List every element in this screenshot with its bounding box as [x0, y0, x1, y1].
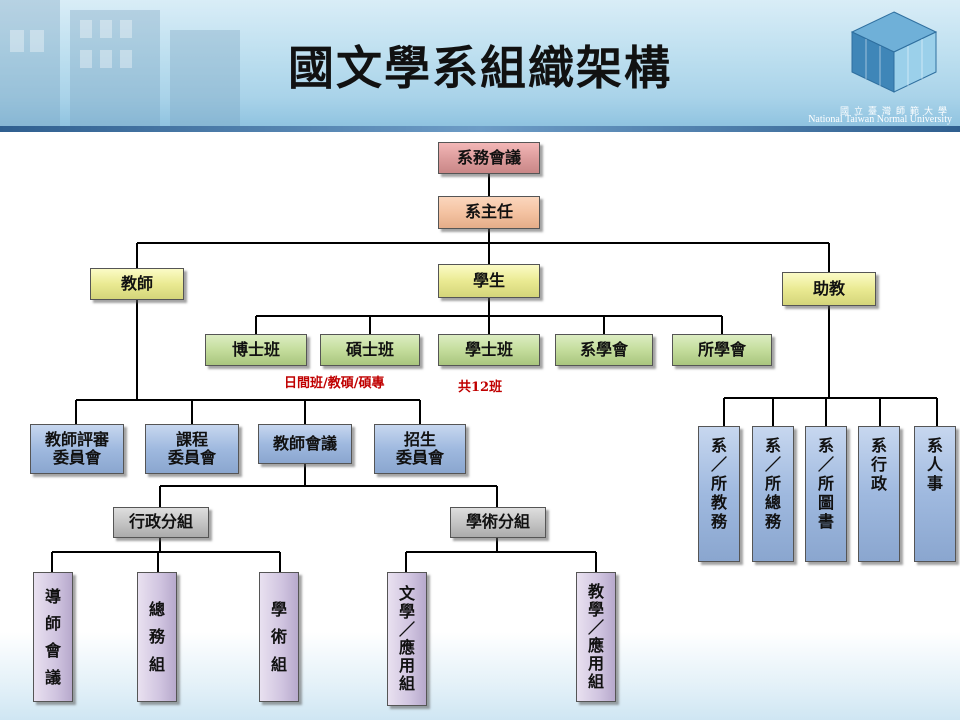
- curriculum-committee-box: 課程委員會: [145, 424, 239, 474]
- dept-council-box: 系務會議: [438, 142, 540, 174]
- header-divider: [0, 126, 960, 132]
- faculty-meeting-box: 教師會議: [258, 424, 352, 464]
- university-name-cn: 國立臺灣師範大學: [839, 107, 952, 117]
- literature-application-unit-box: 文學／應用組: [387, 572, 427, 706]
- header-banner: 國文學系組織架構 國立臺灣師範大學 National Taiwan Normal…: [0, 0, 960, 130]
- window-graphic: [100, 20, 112, 38]
- cube-logo-icon: [850, 11, 938, 93]
- window-graphic: [80, 50, 92, 68]
- assistant-personnel-box: 系人事: [914, 426, 956, 562]
- faculty-review-committee-box: 教師評審委員會: [30, 424, 124, 474]
- academic-affairs-unit-box: 學術組: [259, 572, 299, 702]
- assistant-general-affairs-box: 系／所總務: [752, 426, 794, 562]
- phd-program-box: 博士班: [205, 334, 307, 366]
- general-affairs-unit-box: 總務組: [137, 572, 177, 702]
- window-graphic: [100, 50, 112, 68]
- faculty-box: 教師: [90, 268, 184, 300]
- bachelor-count-note: 共12班: [458, 380, 503, 395]
- masters-program-box: 碩士班: [320, 334, 420, 366]
- bachelor-program-box: 學士班: [438, 334, 540, 366]
- admissions-committee-box: 招生委員會: [374, 424, 466, 474]
- page-title: 國文學系組織架構: [288, 41, 672, 95]
- university-name-en: National Taiwan Normal University: [808, 114, 952, 125]
- dept-student-assoc-box: 系學會: [555, 334, 653, 366]
- masters-types-note: 日間班/教碩/碩專: [284, 376, 385, 391]
- assistants-box: 助教: [782, 272, 876, 306]
- admin-group-box: 行政分組: [113, 507, 209, 538]
- students-box: 學生: [438, 264, 540, 298]
- window-graphic: [80, 20, 92, 38]
- building-graphic: [0, 0, 60, 130]
- teaching-application-unit-box: 教學／應用組: [576, 572, 616, 702]
- grad-student-assoc-box: 所學會: [672, 334, 772, 366]
- window-graphic: [120, 50, 132, 68]
- academic-group-box: 學術分組: [450, 507, 546, 538]
- building-graphic: [170, 30, 240, 130]
- window-graphic: [10, 30, 24, 52]
- window-graphic: [30, 30, 44, 52]
- dept-chair-box: 系主任: [438, 196, 540, 229]
- advisor-meeting-box: 導師會議: [33, 572, 73, 702]
- assistant-academic-affairs-box: 系／所教務: [698, 426, 740, 562]
- assistant-library-box: 系／所圖書: [805, 426, 847, 562]
- window-graphic: [120, 20, 132, 38]
- assistant-admin-box: 系行政: [858, 426, 900, 562]
- building-graphic: [70, 10, 160, 130]
